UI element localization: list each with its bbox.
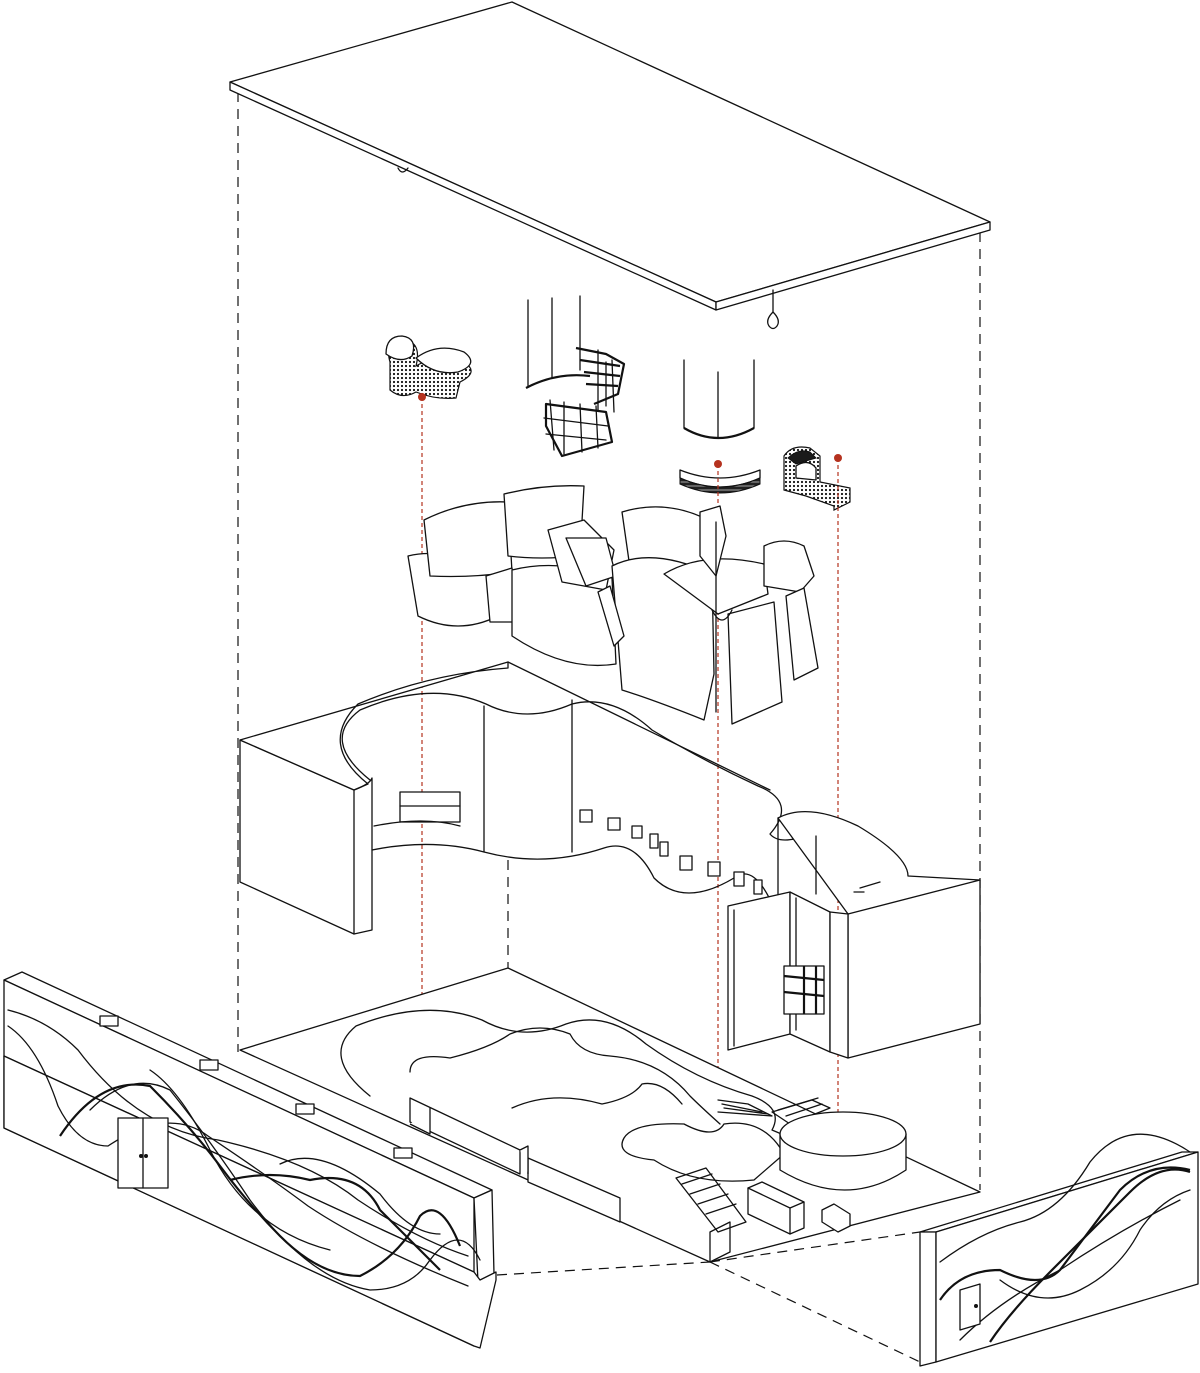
sculptural-canopy bbox=[407, 485, 819, 725]
left-elevation bbox=[3, 971, 497, 1349]
door-leaf bbox=[727, 891, 791, 1051]
pendant-bulb-icon bbox=[767, 311, 779, 330]
right-elevation-face bbox=[935, 1151, 1199, 1363]
left-block-top bbox=[239, 661, 509, 791]
suspended-objects bbox=[385, 295, 851, 511]
left-elevation-door bbox=[117, 1117, 169, 1189]
guide-front-left-bottom bbox=[496, 1261, 711, 1276]
guide-front-right-top bbox=[709, 1231, 921, 1263]
ceiling-fixture bbox=[397, 167, 409, 173]
ceiling-side-edge bbox=[715, 221, 991, 311]
right-elevation bbox=[919, 1133, 1199, 1367]
cylinder-object bbox=[679, 359, 761, 494]
right-elevation-edge bbox=[919, 1231, 937, 1367]
spiral-frame-object bbox=[525, 295, 626, 458]
connector-3-top-dot bbox=[834, 454, 842, 462]
ceiling-slab bbox=[229, 1, 991, 330]
floor-plan bbox=[239, 967, 981, 1263]
guide-front-right bbox=[709, 1261, 921, 1363]
right-elevation-door bbox=[959, 1283, 981, 1331]
small-windows bbox=[579, 809, 763, 895]
connector-2-top-dot bbox=[714, 460, 722, 468]
grid-shelf bbox=[783, 965, 825, 1015]
inner-walls bbox=[239, 661, 981, 1059]
dotted-bench-object bbox=[385, 335, 472, 399]
right-elevation-waves bbox=[939, 1133, 1191, 1343]
left-elevation-waves bbox=[7, 1009, 481, 1291]
connector-1-top-dot bbox=[418, 393, 426, 401]
dotted-sofa-object bbox=[783, 446, 851, 511]
